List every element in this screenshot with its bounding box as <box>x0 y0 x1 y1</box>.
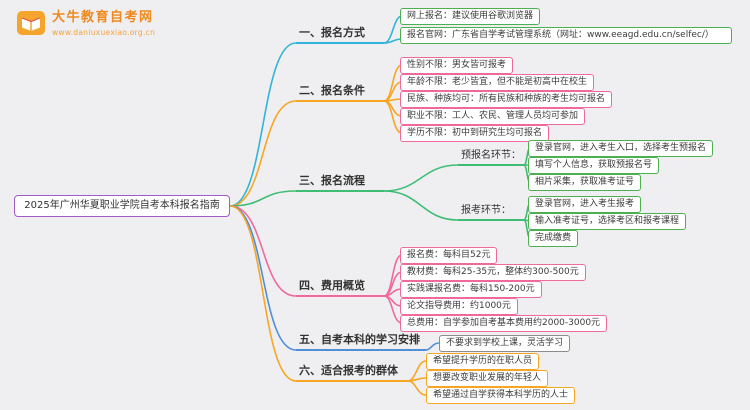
leaf-node: 网上报名：建议使用谷歌浏览器 <box>400 8 541 25</box>
branch-label-registration-conditions: 二、报名条件 <box>296 84 384 102</box>
site-url: www.daniuxuexiao.org.cn <box>52 28 156 37</box>
leaf-node: 报名费：每科目52元 <box>400 247 498 264</box>
leaf-node: 职业不限：工人、农民、管理人员均可参加 <box>400 108 586 125</box>
leaf-node: 想要改变职业发展的年轻人 <box>426 370 549 387</box>
site-logo: 大牛教育自考网 www.daniuxuexiao.org.cn <box>16 10 155 37</box>
branch-label-study-arrangement: 五、自考本科的学习安排 <box>296 333 426 351</box>
sub-branch-label-pre-registration: 预报名环节： <box>458 150 524 166</box>
leaf-node: 希望提升学历的在职人员 <box>426 353 540 370</box>
logo-text: 大牛教育自考网 www.daniuxuexiao.org.cn <box>52 10 155 37</box>
leaf-node: 实践课报名费：每科150-200元 <box>400 281 542 298</box>
leaf-node: 登录官网，进入考生报考 <box>528 196 642 213</box>
main-topic-node: 2025年广州华夏职业学院自考本科报名指南 <box>14 195 230 217</box>
leaf-node: 学历不限：初中到研究生均可报名 <box>400 125 550 142</box>
leaf-node: 论文指导费用：约1000元 <box>400 298 518 315</box>
logo-icon <box>17 11 45 35</box>
branch-label-registration-process: 三、报名流程 <box>296 174 384 192</box>
leaf-node: 完成缴费 <box>528 230 579 247</box>
leaf-node: 教材费：每科25-35元，整体约300-500元 <box>400 264 586 281</box>
leaf-node: 不要求到学校上课，灵活学习 <box>439 335 571 352</box>
branch-label-fee-overview: 四、费用概览 <box>296 279 384 297</box>
leaf-node: 性别不限：男女皆可报考 <box>400 57 514 74</box>
leaf-node: 填写个人信息，获取预报名号 <box>528 157 660 174</box>
leaf-node: 年龄不限：老少皆宜，但不能是初高中在校生 <box>400 74 595 91</box>
leaf-node: 登录官网，进入考生入口，选择考生预报名 <box>528 140 714 157</box>
leaf-node: 相片采集，获取准考证号 <box>528 174 642 191</box>
site-name: 大牛教育自考网 <box>52 10 154 25</box>
leaf-node: 报名官网：广东省自学考试管理系统（网址：www.eeagd.edu.cn/sel… <box>400 27 732 44</box>
branch-label-registration-method: 一、报名方式 <box>296 26 384 44</box>
branch-label-suitable-groups: 六、适合报考的群体 <box>296 364 408 382</box>
leaf-node: 输入准考证号，选择考区和报考课程 <box>528 213 687 230</box>
sub-branch-label-exam-registration: 报考环节： <box>458 205 524 221</box>
leaf-node: 总费用：自学参加自考基本费用约2000-3000元 <box>400 315 608 332</box>
leaf-node: 民族、种族均可：所有民族和种族的考生均可报名 <box>400 91 613 108</box>
leaf-node: 希望通过自学获得本科学历的人士 <box>426 387 576 404</box>
